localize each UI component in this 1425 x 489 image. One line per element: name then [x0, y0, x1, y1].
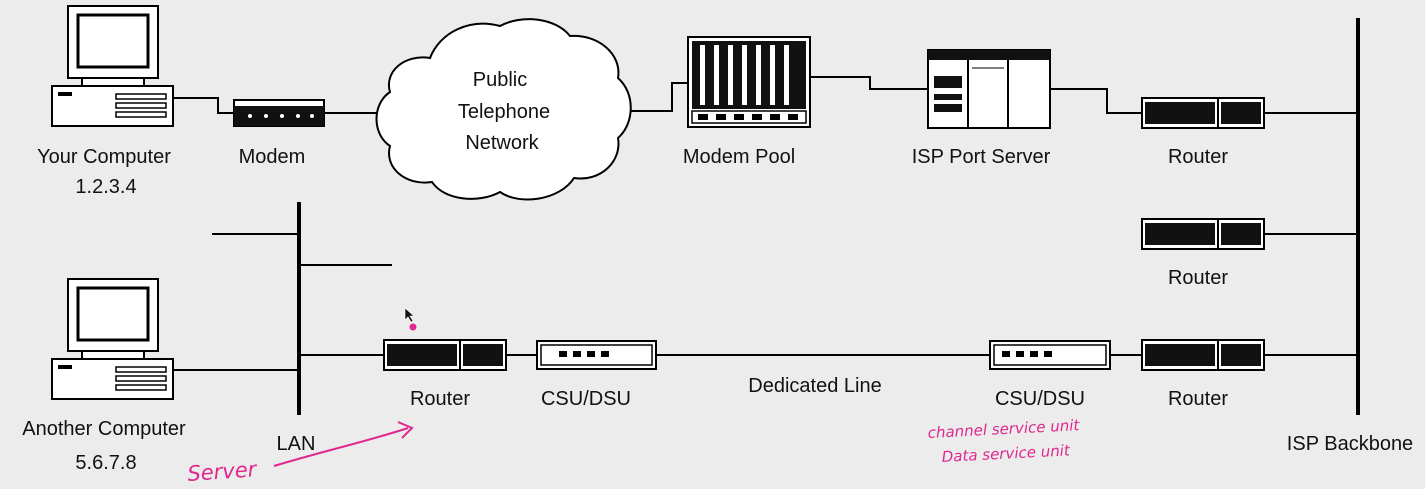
- label-your-computer: Your Computer: [37, 146, 171, 168]
- router-icon: [383, 339, 507, 371]
- label-router-top: Router: [1168, 146, 1228, 168]
- label-isp-backbone: ISP Backbone: [1287, 433, 1413, 455]
- label-modem-pool: Modem Pool: [683, 146, 795, 168]
- cloud-label-line2: Telephone: [458, 101, 550, 123]
- cloud-label-line1: Public: [473, 69, 527, 91]
- label-router-lan: Router: [410, 388, 470, 410]
- csu-dsu-icon: [536, 340, 657, 370]
- label-modem: Modem: [239, 146, 306, 168]
- connection-lines: [173, 76, 1358, 371]
- label-isp-port-server: ISP Port Server: [912, 146, 1051, 168]
- label-another-computer: Another Computer: [22, 418, 186, 440]
- link-modempool-portserver: [810, 76, 928, 90]
- label-router-middle: Router: [1168, 267, 1228, 289]
- desktop-computer-icon: [51, 278, 174, 400]
- router-icon: [1141, 97, 1265, 129]
- cloud-icon: [375, 18, 632, 201]
- label-csu-dsu-left: CSU/DSU: [541, 388, 631, 410]
- link-cloud-modempool: [622, 82, 688, 112]
- annotation-arrowhead: [397, 421, 414, 439]
- annotation-channel-service-unit: channel service unit: [927, 416, 1081, 442]
- csu-dsu-icon: [989, 340, 1111, 370]
- router-icon: [1141, 218, 1265, 250]
- label-dedicated-line: Dedicated Line: [748, 375, 881, 397]
- port-server-icon: [927, 49, 1051, 129]
- mouse-cursor-icon: [404, 307, 415, 323]
- link-computer-modem: [173, 97, 234, 114]
- annotation-server: Server: [187, 457, 259, 486]
- label-your-ip: 1.2.3.4: [75, 176, 136, 198]
- cloud-label-line3: Network: [465, 132, 539, 154]
- link-portserver-router: [1050, 88, 1142, 114]
- annotation-arrow: [273, 427, 409, 467]
- router-icon: [1141, 339, 1265, 371]
- label-another-ip: 5.6.7.8: [75, 452, 136, 474]
- label-router-bottom-right: Router: [1168, 388, 1228, 410]
- desktop-computer-icon: [51, 5, 174, 127]
- modem-pool-icon: [687, 36, 811, 128]
- modem-icon: [233, 99, 325, 127]
- label-csu-dsu-right: CSU/DSU: [995, 388, 1085, 410]
- annotation-data-service-unit: Data service unit: [941, 441, 1071, 466]
- label-lan: LAN: [277, 433, 316, 455]
- annotation-dot: [409, 323, 417, 331]
